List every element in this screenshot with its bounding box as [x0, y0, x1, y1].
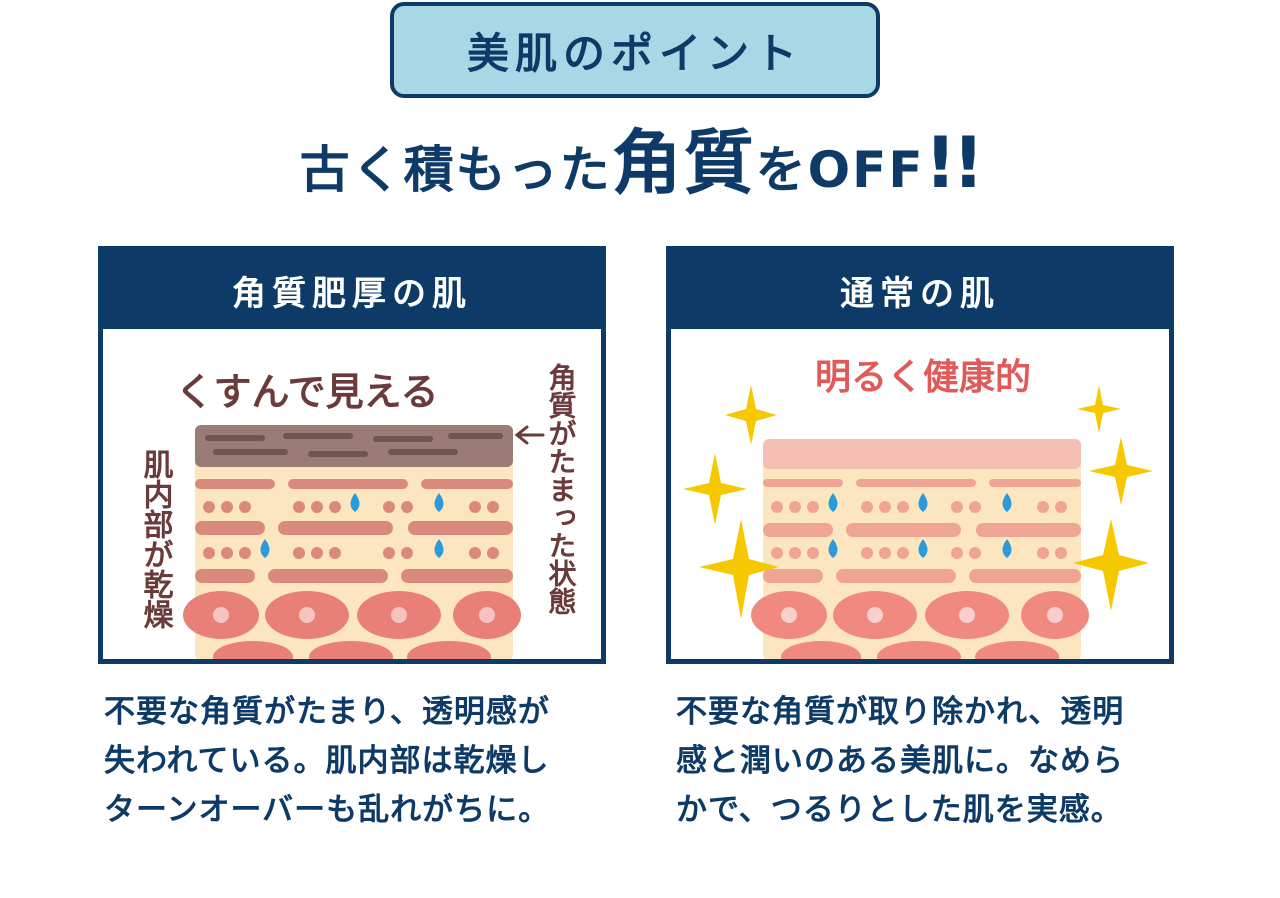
- normal-skin-desc-line: 不要な角質が取り除かれ、透明: [676, 694, 1125, 730]
- thick-skin-caption-left: 肌内部が乾燥: [138, 449, 174, 630]
- normal-skin-panel: 通常の肌 明るく健康的: [666, 246, 1174, 664]
- thick-skin-layers: [183, 425, 521, 659]
- headline-part3: をOFF: [755, 141, 925, 199]
- normal-skin-title: 通常の肌: [840, 273, 1000, 314]
- headline-part4: !!: [924, 122, 984, 204]
- normal-skin-illustration: 明るく健康的: [683, 356, 1153, 659]
- thick-skin-desc-line: 不要な角質がたまり、透明感が: [104, 694, 550, 730]
- arrow-icon: [514, 425, 545, 445]
- normal-skin-layers: [751, 439, 1089, 659]
- thick-skin-ruby: ひこう: [336, 259, 388, 277]
- headline-part1: 古く積もった: [299, 141, 612, 199]
- sparkle-icon: [683, 385, 1153, 619]
- normal-skin-desc-line: かで、つるりとした肌を実感。: [676, 792, 1123, 828]
- thick-skin-desc-line: ターンオーバーも乱れがちに。: [104, 792, 551, 828]
- normal-skin-desc-line: 感と潤いのある美肌に。なめら: [676, 743, 1124, 779]
- thick-skin-caption-right: 角質がたまった状態: [545, 362, 578, 615]
- normal-skin-description: 不要な角質が取り除かれ、透明 感と潤いのある美肌に。なめら かで、つるりとした肌…: [676, 688, 1196, 835]
- thick-skin-caption-top: くすんで見える: [176, 370, 439, 414]
- badge-label: 美肌のポイント: [466, 28, 803, 78]
- section-badge: 美肌のポイント: [390, 2, 880, 98]
- thick-skin-description: 不要な角質がたまり、透明感が 失われている。肌内部は乾燥し ターンオーバーも乱れ…: [104, 688, 624, 835]
- thick-skin-desc-line: 失われている。肌内部は乾燥し: [104, 743, 550, 779]
- headline-part2: 角質: [611, 122, 756, 204]
- thick-skin-title: 角質肥厚の肌: [232, 273, 472, 314]
- normal-skin-caption-top: 明るく健康的: [815, 356, 1031, 398]
- headline: 古く積もった角質をOFF!!: [0, 128, 1280, 198]
- thick-skin-panel: 角質肥厚の肌 ひこう くすんで見える: [98, 246, 606, 664]
- normal-skin-panel-header: 通常の肌: [671, 251, 1169, 329]
- thick-skin-illustration: くすんで見える: [138, 362, 578, 659]
- thick-skin-panel-header: 角質肥厚の肌: [103, 251, 601, 329]
